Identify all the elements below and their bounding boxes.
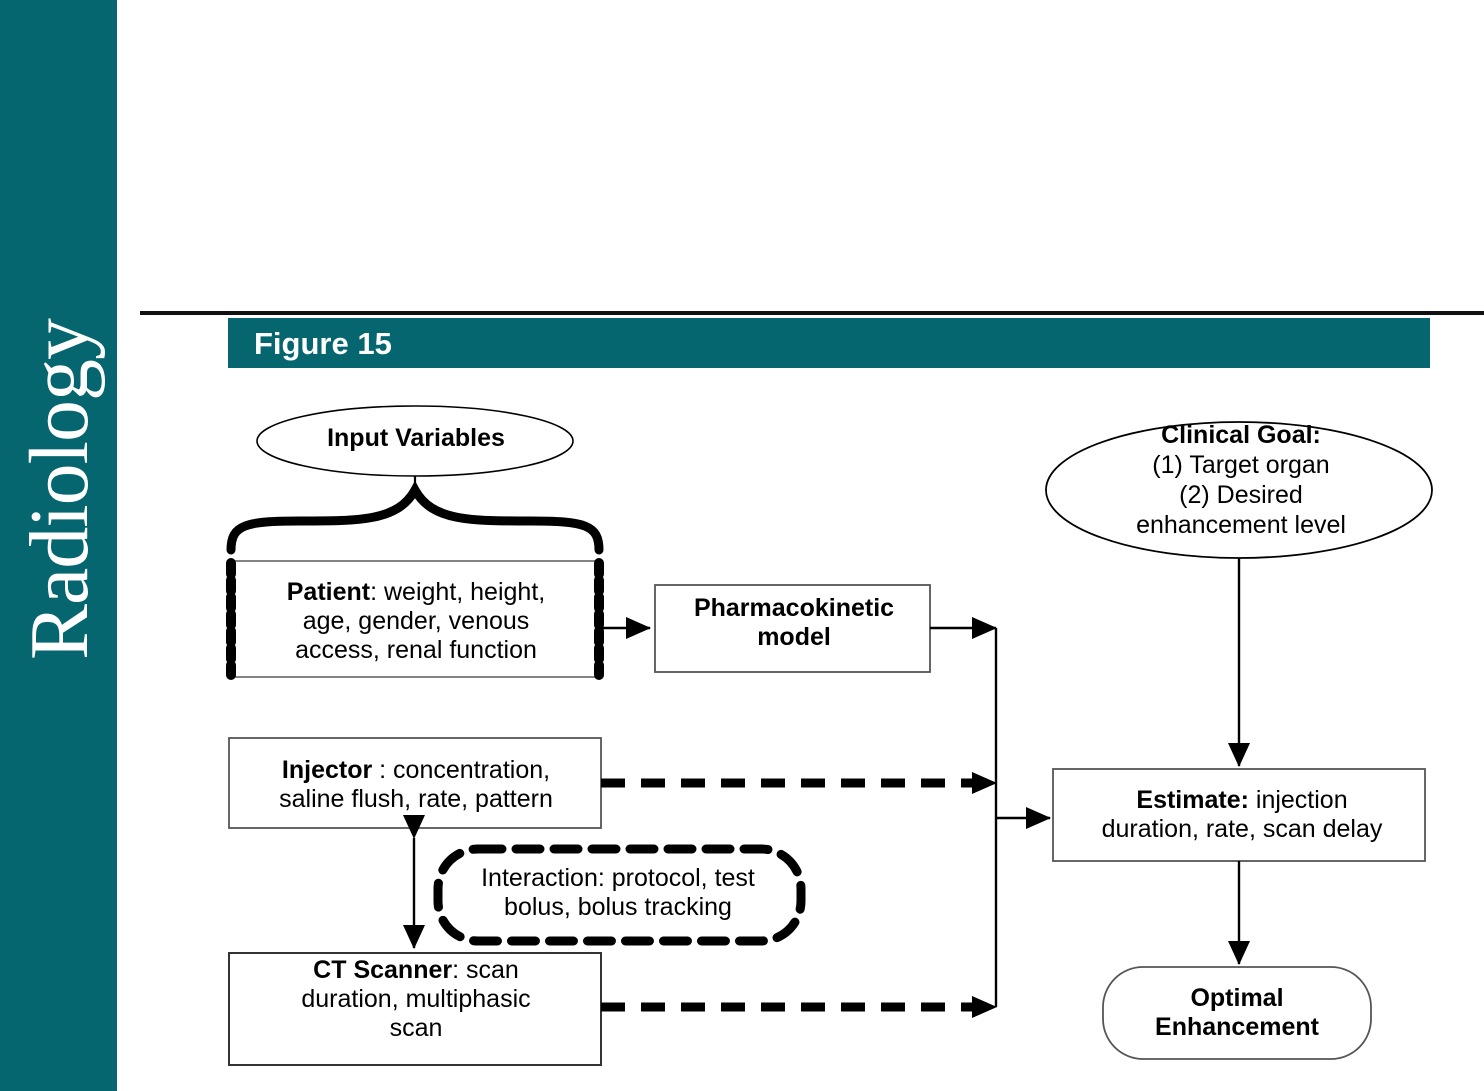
patient-label-rest: : weight, height, age, gender, venous ac… <box>295 578 546 664</box>
clinical-goal-line3: enhancement level <box>1136 511 1346 539</box>
node-label-optimal-enhancement: Optimal Enhancement <box>1155 984 1319 1041</box>
header-divider-rule <box>140 311 1484 315</box>
brace-input-to-patient <box>226 480 604 555</box>
clinical-goal-line2: (2) Desired <box>1179 481 1303 509</box>
ct-scanner-label-bold: CT Scanner <box>313 956 453 984</box>
node-label-injector: Injector : concentration, saline flush, … <box>232 756 600 814</box>
node-label-interaction: Interaction: protocol, test bolus, bolus… <box>481 864 755 921</box>
node-label-pharmacokinetic-model: Pharmacokinetic model <box>693 594 895 651</box>
injector-label-bold: Injector <box>281 756 373 784</box>
clinical-goal-title: Clinical Goal: <box>1161 421 1321 449</box>
ct-scanner-label-rest: : scan duration, multiphasic scan <box>301 956 531 1042</box>
estimate-label-rest: injection duration, rate, scan delay <box>1101 786 1383 843</box>
node-label-patient: Patient: weight, height, age, gender, ve… <box>234 578 598 665</box>
node-label-estimate: Estimate: injection duration, rate, scan… <box>1058 786 1426 844</box>
figure-banner: Figure 15 <box>228 318 1430 368</box>
figure-title: Figure 15 <box>254 326 392 361</box>
patient-label-bold: Patient <box>286 578 371 606</box>
node-label-ct-scanner: CT Scanner: scan duration, multiphasic s… <box>234 956 598 1043</box>
clinical-goal-line1: (1) Target organ <box>1152 451 1330 479</box>
node-label-clinical-goal: Clinical Goal:(1) Target organ(2) Desire… <box>1046 420 1436 540</box>
journal-spine: Radiology <box>0 0 117 1091</box>
estimate-label-bold: Estimate: <box>1136 786 1249 814</box>
node-label-input-variables: Input Variables <box>327 424 505 452</box>
journal-name-label: Radiology <box>13 319 106 660</box>
injector-label-rest: : concentration, saline flush, rate, pat… <box>279 756 553 813</box>
